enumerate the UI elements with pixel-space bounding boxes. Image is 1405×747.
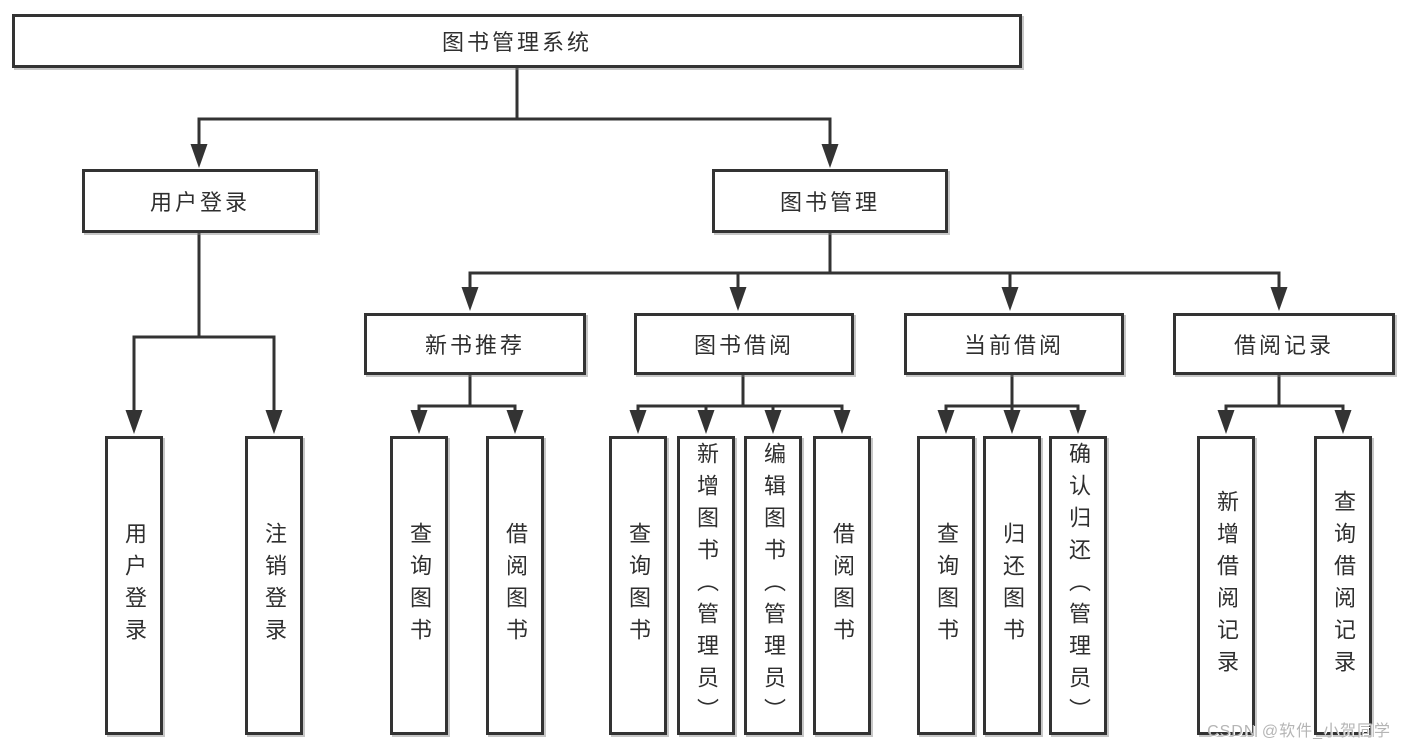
node-borrowing-records-label: 借阅记录: [1233, 333, 1334, 358]
leaf-logout-label: 注销登录: [262, 521, 287, 650]
leaf-borrow-books-borrowing: 借阅图书: [813, 436, 871, 735]
leaf-edit-book-admin-label: 编辑图书（管理员）: [761, 441, 786, 730]
leaf-query-books-recommend: 查询图书: [390, 436, 448, 735]
leaf-query-books-current-label: 查询图书: [934, 521, 959, 650]
leaf-borrow-books-recommend-label: 借阅图书: [503, 521, 528, 650]
leaf-edit-book-admin: 编辑图书（管理员）: [744, 436, 802, 735]
node-current-borrowing-label: 当前借阅: [963, 333, 1064, 358]
leaf-query-borrow-record-label: 查询借阅记录: [1331, 489, 1356, 682]
leaf-user-login: 用户登录: [105, 436, 163, 735]
node-root: 图书管理系统: [12, 14, 1022, 68]
leaf-logout: 注销登录: [245, 436, 303, 735]
leaf-return-book: 归还图书: [983, 436, 1041, 735]
leaf-query-books-borrowing: 查询图书: [609, 436, 667, 735]
leaf-query-books-current: 查询图书: [917, 436, 975, 735]
watermark: CSDN @软件_小贺同学: [1207, 723, 1391, 740]
leaf-add-book-admin: 新增图书（管理员）: [677, 436, 735, 735]
leaf-add-borrow-record: 新增借阅记录: [1197, 436, 1255, 735]
node-book-borrowing: 图书借阅: [634, 313, 854, 375]
node-book-borrowing-label: 图书借阅: [693, 333, 794, 358]
node-book-management: 图书管理: [712, 169, 948, 233]
leaf-borrow-books-borrowing-label: 借阅图书: [830, 521, 855, 650]
arrowheads: [125, 144, 1352, 434]
node-book-management-label: 图书管理: [779, 190, 880, 215]
leaf-confirm-return-admin: 确认归还（管理员）: [1049, 436, 1107, 735]
leaf-add-borrow-record-label: 新增借阅记录: [1214, 489, 1239, 682]
leaf-return-book-label: 归还图书: [1000, 521, 1025, 650]
leaf-query-books-borrowing-label: 查询图书: [626, 521, 651, 650]
node-user-login: 用户登录: [82, 169, 318, 233]
leaf-confirm-return-admin-label: 确认归还（管理员）: [1066, 441, 1091, 730]
node-new-book-recommendation-label: 新书推荐: [424, 333, 525, 358]
leaf-borrow-books-recommend: 借阅图书: [486, 436, 544, 735]
leaf-add-book-admin-label: 新增图书（管理员）: [694, 441, 719, 730]
leaf-user-login-label: 用户登录: [122, 521, 147, 650]
node-user-login-label: 用户登录: [149, 190, 250, 215]
leaf-query-borrow-record: 查询借阅记录: [1314, 436, 1372, 735]
node-root-label: 图书管理系统: [441, 30, 592, 55]
leaf-query-books-recommend-label: 查询图书: [407, 521, 432, 650]
node-borrowing-records: 借阅记录: [1173, 313, 1395, 375]
node-new-book-recommendation: 新书推荐: [364, 313, 586, 375]
node-current-borrowing: 当前借阅: [904, 313, 1124, 375]
